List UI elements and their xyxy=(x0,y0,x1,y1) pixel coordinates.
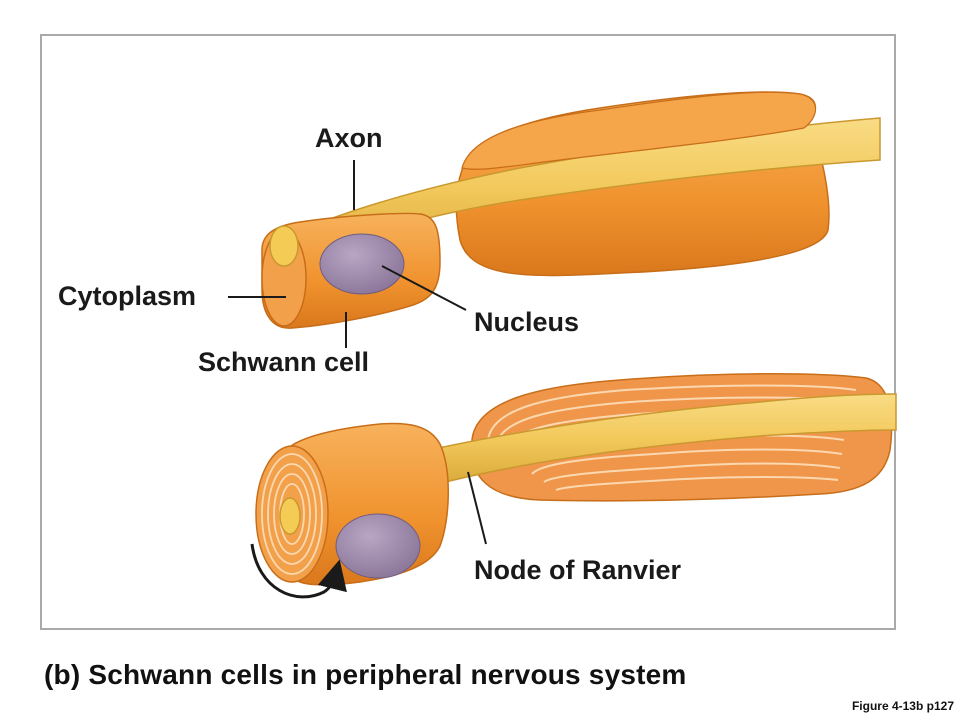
axon-end-bottom xyxy=(279,497,301,535)
label-nucleus: Nucleus xyxy=(474,307,580,337)
axon-top xyxy=(276,117,881,263)
spiral-rings xyxy=(261,453,323,575)
label-node-of-ranvier: Node of Ranvier xyxy=(474,555,682,585)
node-of-ranvier-leader xyxy=(467,471,487,545)
label-cytoplasm: Cytoplasm xyxy=(58,281,197,311)
schwann-cell-fold-top xyxy=(461,91,817,170)
axon-bottom xyxy=(419,393,897,487)
axon-end-top xyxy=(269,225,299,267)
wrapping-direction-arrow xyxy=(250,543,347,599)
label-axon: Axon xyxy=(315,123,383,153)
label-schwann-cell: Schwann cell xyxy=(198,347,370,377)
figure-reference: Figure 4-13b p127 xyxy=(851,699,954,713)
nucleus-leader xyxy=(381,265,467,311)
figure-caption: (b) Schwann cells in peripheral nervous … xyxy=(44,659,687,690)
nucleus-bottom xyxy=(335,513,421,579)
nucleus-top xyxy=(319,233,405,295)
